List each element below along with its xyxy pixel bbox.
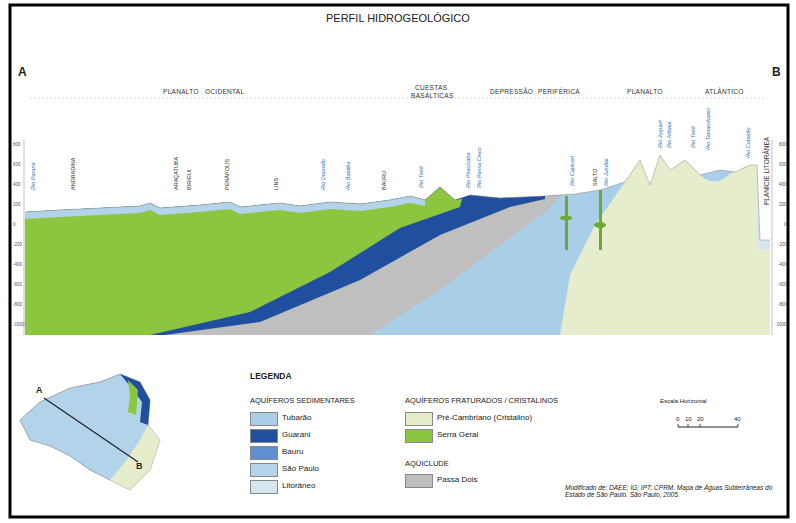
legend-heading: AQUÍFEROS FRATURADOS / CRISTALINOS [405,397,558,405]
region-label: DEPRESSÃO [490,88,533,95]
axis-value: -600 [778,283,787,288]
scale-label: Escala Horizontal [660,398,707,405]
axis-value: -200 [13,243,22,248]
legend-text: São Paulo [282,463,319,475]
axis-value: 800 [13,143,21,148]
city-label: BIRIGUI [186,170,192,190]
legend-text: Guarani [282,429,310,441]
river-label: Rio Dourado [320,159,326,190]
scale-label: 10 [685,416,692,423]
map-point-label: A [36,386,43,396]
region-label: PERIFÉRICA [538,88,580,95]
axis-value: 600 [779,163,787,168]
region-label: BASÁLTICAS [411,92,454,99]
axis-value: 400 [13,183,21,188]
city-label: ARAÇATUBA [173,157,179,190]
axis-value: -1000 [13,323,25,328]
legend-swatch [250,429,278,443]
river-label: Rio Tietê [418,166,424,188]
axis-value: 200 [779,203,787,208]
legend-text: Bauru [282,446,303,458]
legend-heading: AQUÍFEROS SEDIMENTARES [250,397,355,405]
legend-text: Passa Dois [437,474,477,486]
axis-value: -400 [13,263,22,268]
region-label: ATLÂNTICO [705,88,744,95]
source-note: Modificado de: DAEE; IG; IPT; CPRM. Mapa… [565,484,790,498]
legend-swatch [250,463,278,477]
legend-swatch [405,474,433,488]
river-label: Rio Cubatão [745,127,751,158]
legend-heading: AQÜICLUDE [405,460,449,468]
region-label: PLANÍCIE LITORÂNEA [763,137,770,205]
legend-text: Litorâneo [282,480,315,492]
axis-value: 200 [13,203,21,208]
legend-text: Serra Geral [437,429,478,441]
legend-swatch [405,412,433,426]
legend-text: Pré-Cambriano (Cristalino) [437,412,532,424]
scale-label: 40 [734,416,741,423]
axis-value: 0 [13,223,16,228]
city-label: SALTO [592,168,598,186]
section-end-label: B [772,66,781,79]
region-label: OCIDENTAL [205,88,244,95]
diagram-title: PERFIL HIDROGEOLÓGICO [326,12,470,24]
legend-swatch [405,429,433,443]
river-label: Rio Batalha [345,162,351,190]
section-end-label: A [18,66,27,79]
river-label: Rio Tamanduateí [705,108,711,150]
legend-swatch [250,412,278,426]
region-label: PLANALTO [163,88,199,95]
river-label: Rio Paraná [30,162,36,190]
river-label: Rio Jundiaí [603,158,609,186]
city-label: PENÁPOLIS [224,159,230,190]
axis-value: 600 [13,163,21,168]
city-label: LINS [273,178,279,190]
map-point-label: B [136,462,143,472]
axis-value: -200 [778,243,787,248]
city-label: ANDRADINA [70,158,76,190]
axis-value: -800 [778,303,787,308]
legend-text: Tubarão [282,412,312,424]
river-label: Rio Capivari [569,156,575,186]
river-label: Rio Atibaia [666,122,672,148]
legend-swatch [250,480,278,494]
axis-value: 800 [779,143,787,148]
axis-value: -800 [13,303,22,308]
axis-value: 400 [779,183,787,188]
scale-label: 0 [676,416,679,423]
river-label: Rio Piracicaba [465,153,471,188]
legend-swatch [250,446,278,460]
axis-value: -400 [778,263,787,268]
legend-title: LEGENDA [250,372,292,381]
region-label: PLANALTO [627,88,663,95]
river-label: Rio Juqueri [657,120,663,148]
axis-value: 0 [784,223,787,228]
axis-value: -1000 [775,323,787,328]
region-label: CUESTAS [415,84,447,91]
axis-value: -600 [13,283,22,288]
scale-label: 20 [697,416,704,423]
river-label: Rio Tietê [690,126,696,148]
river-label: Rio Passa Cinco [476,147,482,188]
city-label: BAURU [381,171,387,190]
